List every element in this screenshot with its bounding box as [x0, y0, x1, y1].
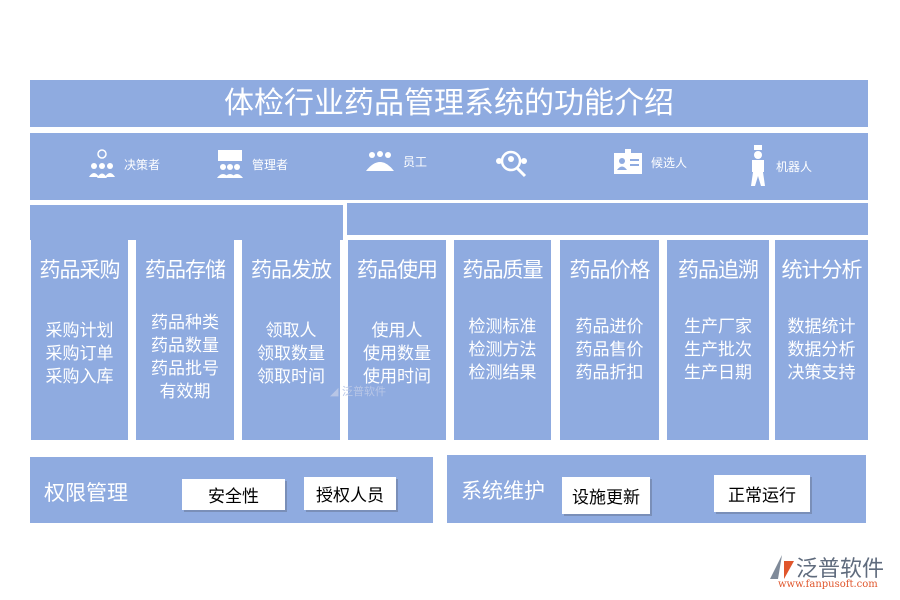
- module-item: 药品进价: [575, 317, 644, 337]
- module-traceability: 药品追溯生产厂家生产批次生产日期: [667, 240, 769, 440]
- module-title: 药品存储: [145, 258, 226, 282]
- module-statistics: 统计分析数据统计数据分析决策支持: [775, 240, 868, 440]
- page-title: 体检行业药品管理系统的功能介绍: [30, 80, 868, 127]
- module-price: 药品价格药品进价药品售价药品折扣: [560, 240, 659, 440]
- module-usage: 药品使用使用人使用数量使用时间: [348, 240, 446, 440]
- module-item: 药品折扣: [575, 363, 644, 383]
- module-procurement: 药品采购采购计划采购订单采购入库: [31, 240, 128, 440]
- module-item: 药品数量: [151, 336, 219, 356]
- role-robot: 机器人: [748, 145, 812, 187]
- module-item: 生产批次: [684, 340, 752, 360]
- module-title: 药品质量: [462, 258, 544, 282]
- maintenance-label: 系统维护: [461, 479, 545, 503]
- module-title: 药品发放: [251, 258, 332, 282]
- permission-label: 权限管理: [44, 481, 128, 505]
- authorized-personnel-button[interactable]: 授权人员: [304, 477, 396, 510]
- module-title: 药品采购: [39, 258, 121, 282]
- module-item: 药品售价: [575, 340, 644, 360]
- module-item: 检测结果: [468, 363, 537, 383]
- module-item: 数据分析: [787, 340, 856, 360]
- normal-operation-button[interactable]: 正常运行: [714, 475, 810, 512]
- role-label: 员工: [403, 154, 428, 169]
- maintenance-panel: 系统维护 设施更新 正常运行: [447, 455, 866, 523]
- module-item: 使用人: [371, 321, 423, 341]
- role-manager: 管理者: [216, 149, 288, 179]
- module-item: 有效期: [159, 382, 211, 402]
- module-item: 使用时间: [363, 367, 431, 387]
- module-item: 检测标准: [468, 317, 537, 337]
- module-storage: 药品存储药品种类药品数量药品批号有效期: [136, 240, 234, 440]
- module-item: 采购入库: [45, 367, 114, 387]
- module-title: 药品追溯: [678, 258, 759, 282]
- module-quality: 药品质量检测标准检测方法检测结果: [454, 240, 551, 440]
- module-dispensing: 药品发放领取人领取数量领取时间: [242, 240, 340, 440]
- watermark: ◢ 泛普软件: [330, 385, 386, 398]
- module-item: 采购订单: [45, 344, 114, 364]
- module-item: 采购计划: [45, 321, 114, 341]
- logo-url: www.fanpusoft.com: [778, 579, 878, 590]
- robot-icon: [751, 145, 765, 186]
- group-header-left: [30, 205, 343, 240]
- permission-panel: 权限管理 安全性 授权人员: [30, 457, 433, 523]
- decision-maker-icon: [89, 149, 115, 178]
- logo-name: 泛普软件: [796, 557, 885, 582]
- module-title: 药品使用: [357, 258, 438, 282]
- module-item: 领取人: [265, 321, 317, 341]
- security-button[interactable]: 安全性: [182, 479, 285, 510]
- role-label: 机器人: [776, 159, 813, 174]
- module-item: 领取数量: [257, 344, 325, 364]
- module-item: 药品种类: [151, 313, 219, 333]
- module-item: 使用数量: [363, 344, 431, 364]
- group-header-right: [347, 203, 868, 235]
- role-staff: 员工: [365, 149, 427, 173]
- module-title: 药品价格: [569, 258, 651, 282]
- module-item: 数据统计: [787, 317, 856, 337]
- staff-icon: [366, 151, 394, 171]
- module-item: 检测方法: [468, 340, 537, 360]
- role-label: 决策者: [124, 157, 161, 172]
- module-item: 药品批号: [151, 359, 219, 379]
- manager-icon: [217, 150, 243, 178]
- role-candidate: 候选人: [613, 149, 687, 175]
- role-search: [495, 149, 537, 179]
- module-item: 生产厂家: [684, 317, 752, 337]
- search-people-icon: [496, 150, 527, 178]
- module-item: 生产日期: [684, 363, 752, 383]
- role-label: 管理者: [252, 157, 289, 172]
- module-item: 决策支持: [787, 363, 856, 383]
- roles-bar: 决策者 管理者 员工 候选人 机器人: [30, 133, 868, 200]
- facility-update-button[interactable]: 设施更新: [562, 477, 650, 514]
- role-decision-maker: 决策者: [88, 149, 160, 179]
- fanpu-logo-icon: [770, 555, 794, 579]
- module-title: 统计分析: [781, 258, 863, 282]
- module-item: 领取时间: [257, 367, 325, 387]
- candidate-card-icon: [614, 149, 642, 174]
- role-label: 候选人: [651, 155, 688, 170]
